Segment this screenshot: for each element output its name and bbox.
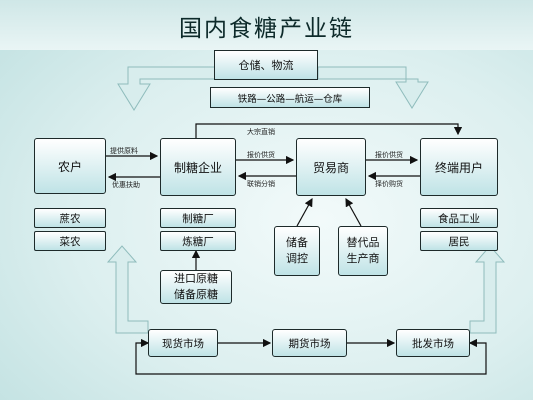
storage-logistics-box: 仓储、物流	[214, 50, 318, 80]
tag-residents: 居民	[420, 231, 498, 251]
tag-sugarcane-farmer: 蔗农	[34, 208, 106, 228]
tag-refinery: 炼糖厂	[160, 231, 236, 251]
spot-market-node: 现货市场	[148, 329, 218, 357]
wholesale-market-node: 批发市场	[396, 329, 470, 357]
reserve-line-2: 调控	[286, 252, 308, 265]
tag-beet-farmer: 菜农	[34, 231, 106, 251]
label-supply-raw: 提供原料	[110, 147, 138, 155]
label-bulk-direct: 大宗直销	[247, 128, 275, 136]
futures-market-node: 期货市场	[272, 329, 347, 357]
label-quote-purchase: 择价购货	[375, 180, 403, 188]
imported-raw-sugar-box: 进口原糖 储备原糖	[160, 270, 232, 304]
label-aid: 优惠扶助	[112, 181, 140, 189]
farmer-node: 农户	[34, 138, 106, 194]
substitute-producer-node: 替代品 生产商	[338, 226, 388, 276]
title-banner	[0, 0, 533, 50]
enduser-node: 终端用户	[420, 138, 498, 196]
imports-line-1: 进口原糖	[174, 272, 218, 285]
storage-right-arrow	[317, 66, 429, 109]
label-quote-supply-2: 报价供货	[375, 151, 403, 159]
reserve-line-1: 储备	[286, 236, 308, 249]
tag-food-industry: 食品工业	[420, 208, 498, 228]
substitute-line-1: 替代品	[346, 236, 380, 249]
trader-node: 贸易商	[296, 138, 366, 196]
imports-line-2: 储备原糖	[174, 288, 218, 301]
loop-left-arrow	[106, 245, 149, 334]
page-title: 国内食糖产业链	[179, 16, 354, 42]
label-distribution: 联销分销	[247, 180, 275, 188]
refiner-node: 制糖企业	[160, 138, 236, 196]
reserve-control-node: 储备 调控	[274, 226, 320, 276]
storage-left-arrow	[117, 66, 219, 111]
label-quote-supply-1: 报价供货	[247, 151, 275, 159]
substitute-line-2: 生产商	[346, 252, 380, 265]
loop-right-arrow	[469, 245, 506, 334]
transport-route-box: 铁路—公路—航运—仓库	[210, 87, 370, 108]
tag-sugar-factory: 制糖厂	[160, 208, 236, 228]
